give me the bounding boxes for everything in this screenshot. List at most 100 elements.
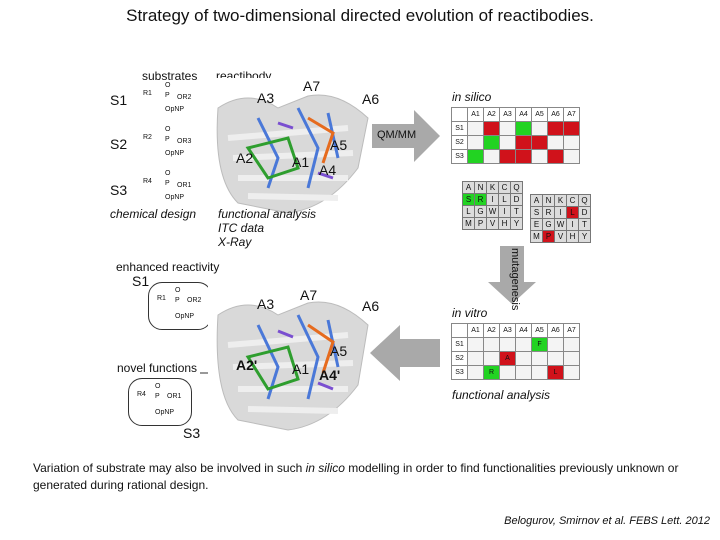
aa-right-cell: N <box>542 194 555 207</box>
aa-left-cell: R <box>474 193 487 206</box>
aa-left-cell: K <box>486 181 499 194</box>
in-silico-cell <box>563 149 580 164</box>
site-a7-label: A7 <box>303 78 321 94</box>
aa-right-cell: C <box>566 194 579 207</box>
aa-left-cell: I <box>498 205 511 218</box>
in-vitro-cell <box>515 351 532 366</box>
in-silico-cell <box>515 121 532 136</box>
in-vitro-row-header: S3 <box>451 365 468 380</box>
figure-title: Strategy of two-dimensional directed evo… <box>126 6 594 25</box>
in-silico-cell <box>547 135 564 150</box>
in-vitro-row-header: S1 <box>451 337 468 352</box>
in-silico-corner <box>451 107 468 122</box>
in-silico-col-header: A7 <box>563 107 580 122</box>
aa-right-cell: W <box>554 218 567 231</box>
aa-right-cell: Q <box>578 194 591 207</box>
caption-italic: in silico <box>305 461 345 475</box>
bottom-site-a5-label: A5 <box>330 343 348 359</box>
qmmm-label: QM/MM <box>377 129 417 141</box>
in-vitro-col-header: A5 <box>531 323 548 338</box>
aa-right-cell: P <box>542 230 555 243</box>
in-vitro-col-header: A4 <box>515 323 532 338</box>
aa-left-cell: T <box>510 205 523 218</box>
in-vitro-col-header: A1 <box>467 323 484 338</box>
in-vitro-cell <box>499 365 516 380</box>
in-vitro-label: in vitro <box>452 306 488 320</box>
in-vitro-corner <box>451 323 468 338</box>
in-silico-cell <box>547 149 564 164</box>
in-silico-cell <box>483 149 500 164</box>
aa-right-cell: A <box>530 194 543 207</box>
bottom-s1-label: S1 <box>132 273 150 289</box>
aa-left-cell: D <box>510 193 523 206</box>
in-vitro-cell <box>467 351 484 366</box>
in-vitro-cell <box>483 337 500 352</box>
aa-left-cell: S <box>462 193 475 206</box>
bottom-s3-box: R4 O P OR1 OpNP <box>128 378 192 426</box>
in-silico-row-header: S1 <box>451 121 468 136</box>
chemical-design-label: chemical design <box>110 207 197 221</box>
aa-right-cell: I <box>566 218 579 231</box>
in-vitro-col-header: A3 <box>499 323 516 338</box>
substrate-s1-structure: R1 O P OR2 OpNP <box>143 82 192 113</box>
substrate-s1-label: S1 <box>110 92 128 108</box>
aa-left-cell: Y <box>510 217 523 230</box>
in-vitro-arrow <box>370 325 440 381</box>
qmmm-arrow <box>372 110 440 162</box>
functional-analysis-label: functional analysis <box>218 207 317 221</box>
aa-right-cell: E <box>530 218 543 231</box>
in-silico-col-header: A6 <box>547 107 564 122</box>
aa-right-cell: G <box>542 218 555 231</box>
aa-left-cell: V <box>486 217 499 230</box>
in-silico-col-header: A4 <box>515 107 532 122</box>
aa-left-cell: I <box>486 193 499 206</box>
in-vitro-cell <box>515 365 532 380</box>
in-vitro-cell: F <box>531 337 548 352</box>
in-silico-cell <box>483 135 500 150</box>
aa-left-cell: A <box>462 181 475 194</box>
in-vitro-col-header: A2 <box>483 323 500 338</box>
in-vitro-cell: A <box>499 351 516 366</box>
site-a4-label: A4 <box>319 162 337 178</box>
aa-left-cell: P <box>474 217 487 230</box>
caption-text-2: modelling in order to find functionaliti… <box>33 461 679 492</box>
in-silico-cell <box>531 121 548 136</box>
in-vitro-cell: L <box>547 365 564 380</box>
aa-right-cell: M <box>530 230 543 243</box>
in-vitro-cell <box>483 351 500 366</box>
in-vitro-cell <box>547 337 564 352</box>
in-vitro-cell <box>531 351 548 366</box>
reactibody-structure-top <box>208 78 380 220</box>
in-silico-col-header: A1 <box>467 107 484 122</box>
aa-right-cell: Y <box>578 230 591 243</box>
bottom-site-a3-label: A3 <box>257 296 275 312</box>
in-vitro-cell <box>515 337 532 352</box>
aa-left-cell: N <box>474 181 487 194</box>
in-vitro-cell <box>563 365 580 380</box>
in-silico-cell <box>499 149 516 164</box>
aa-left-cell: H <box>498 217 511 230</box>
in-vitro-cell <box>467 337 484 352</box>
in-vitro-cell <box>499 337 516 352</box>
in-silico-label: in silico <box>452 90 492 104</box>
aa-right-cell: D <box>578 206 591 219</box>
in-silico-col-header: A5 <box>531 107 548 122</box>
site-a2-label: A2 <box>236 150 254 166</box>
aa-left-cell: L <box>498 193 511 206</box>
mutagenesis-arrow <box>488 246 536 304</box>
mutagenesis-label: mutagenesis <box>509 248 521 311</box>
in-vitro-row-header: S2 <box>451 351 468 366</box>
in-vitro-cell: R <box>483 365 500 380</box>
citation: Belogurov, Smirnov et al. FEBS Lett. 201… <box>504 515 710 527</box>
in-silico-cell <box>467 135 484 150</box>
aa-right-cell: I <box>554 206 567 219</box>
in-silico-cell <box>563 121 580 136</box>
substrate-s3-structure: R4 O P OR1 OpNP <box>143 170 192 201</box>
in-silico-cell <box>547 121 564 136</box>
in-silico-cell <box>499 135 516 150</box>
aa-right-cell: H <box>566 230 579 243</box>
